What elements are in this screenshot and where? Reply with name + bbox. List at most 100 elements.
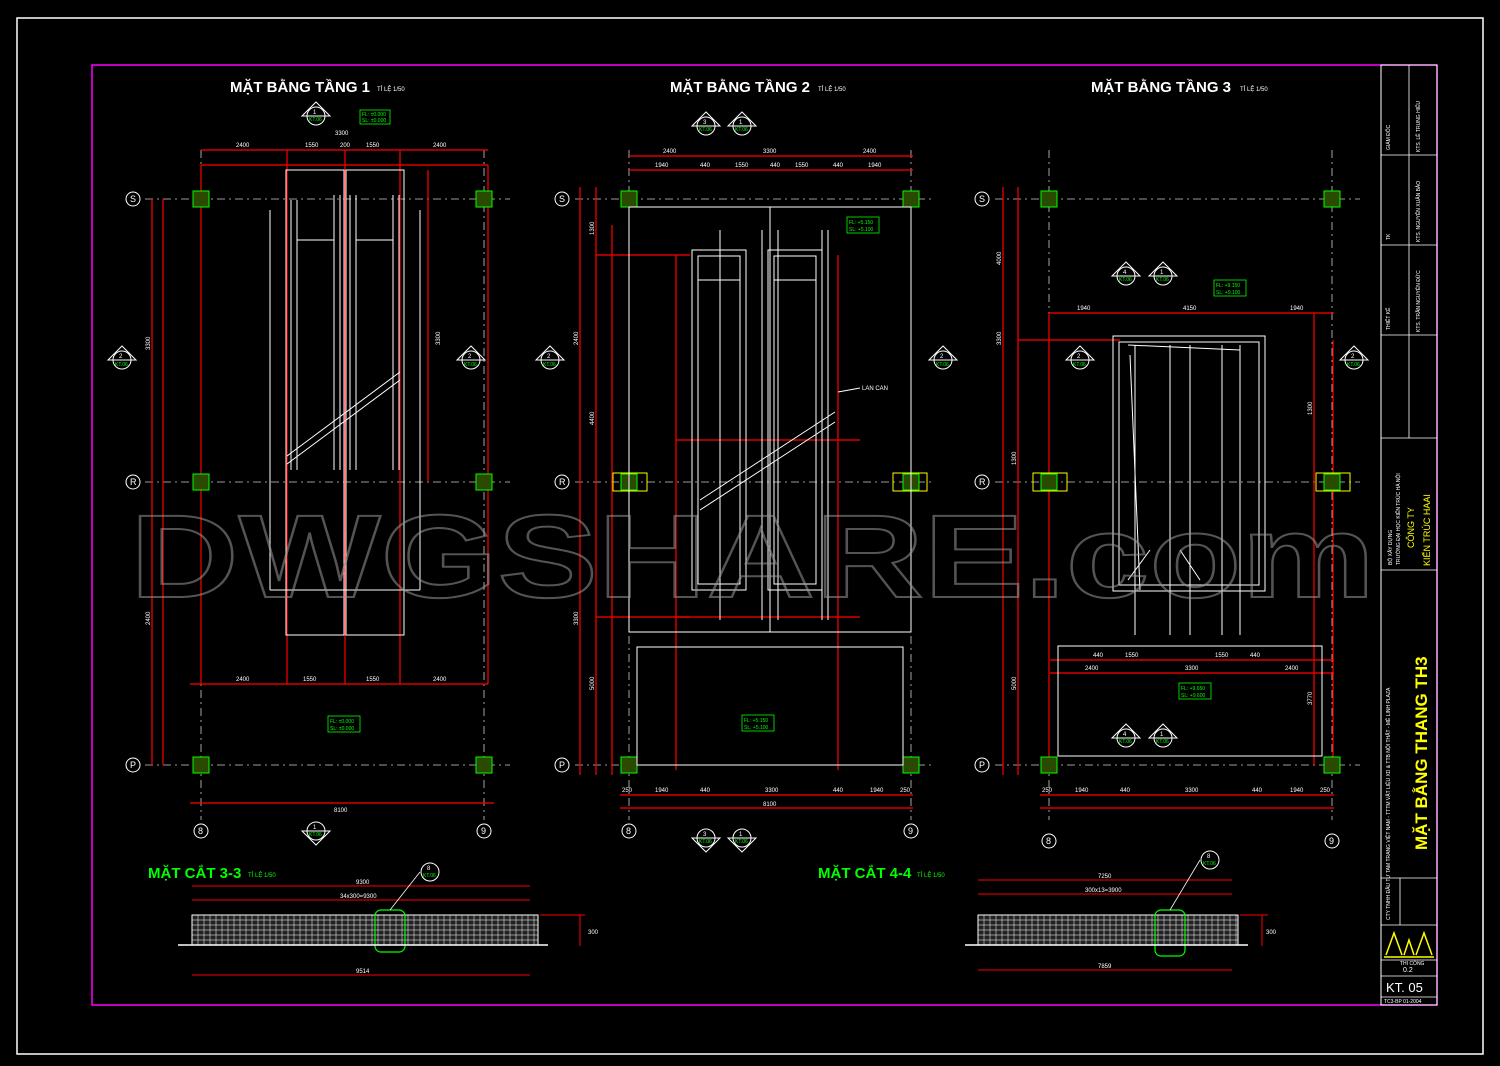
dim: 4000 <box>997 251 1003 265</box>
dim: 1940 <box>868 163 882 169</box>
section-3-3-dim-lines <box>192 885 585 976</box>
plan-3-beams <box>1032 472 1351 492</box>
svg-text:S: S <box>979 194 985 204</box>
dim: 3300 <box>997 331 1003 345</box>
dim: 2400 <box>146 611 152 625</box>
dim: 1940 <box>655 788 669 794</box>
dim: 440 <box>1252 788 1263 794</box>
plan-2-grid-bubbles <box>554 191 919 839</box>
svg-text:KT.06: KT.06 <box>1203 861 1216 867</box>
plan-3-grid-bubbles <box>974 191 1340 849</box>
svg-text:SL: +5.100: SL: +5.100 <box>744 725 769 731</box>
plan-3-level-tag-top: FL: +9.150 SL: +9.100 <box>1213 279 1247 297</box>
svg-text:KT.06: KT.06 <box>115 362 128 368</box>
svg-text:2: 2 <box>468 354 472 360</box>
dim: 2400 <box>433 677 447 683</box>
dim: 1300 <box>590 221 596 235</box>
plan-1-level-tag-top: FL: ±0.000 SL: ±0.000 <box>359 109 391 125</box>
plan-1-section-marks <box>106 101 487 846</box>
dim: 1940 <box>1077 306 1091 312</box>
plan-2-scale: TỈ LỆ 1/50 <box>818 85 846 93</box>
dim: 2400 <box>236 677 250 683</box>
svg-text:KT.06: KT.06 <box>1347 362 1360 368</box>
plan-3-title: MẶT BẰNG TẦNG 3 <box>1091 78 1231 96</box>
dim: 300x13=3900 <box>1085 888 1122 894</box>
plan-2-beams <box>612 472 928 492</box>
plan-2-title: MẶT BẰNG TẦNG 2 <box>670 78 810 96</box>
outer-frame <box>16 17 1484 1055</box>
plan-2-level-tag-bottom: FL: +5.150 SL: +5.100 <box>741 714 775 732</box>
svg-text:FL: +5.150: FL: +5.150 <box>849 220 873 226</box>
dim: 1550 <box>303 677 317 683</box>
dim: 300 <box>1266 930 1277 936</box>
dim: 3300 <box>574 611 580 625</box>
svg-text:2: 2 <box>1351 354 1355 360</box>
dim: 1550 <box>795 163 809 169</box>
svg-text:8: 8 <box>1207 854 1211 860</box>
plan-floor-2: MẶT BẰNG TẦNG 2 TỈ LỆ 1/50 <box>534 78 959 853</box>
plan-1-level-tag-bottom: FL: ±0.000 SL: ±0.000 <box>327 715 361 733</box>
svg-text:SL: ±0.000: SL: ±0.000 <box>362 118 386 124</box>
plan-3-columns <box>1040 190 1341 774</box>
svg-text:TRƯỜNG ĐẠI HỌC KIẾN TRÚC HÀ NỘ: TRƯỜNG ĐẠI HỌC KIẾN TRÚC HÀ NỘI <box>1395 473 1402 565</box>
svg-text:SL: +5.100: SL: +5.100 <box>849 227 874 233</box>
section-4-4-title: MẶT CẮT 4-4 <box>818 864 912 882</box>
svg-text:SL: ±0.000: SL: ±0.000 <box>330 726 354 732</box>
dim: 5000 <box>1012 676 1018 690</box>
svg-text:2: 2 <box>940 354 944 360</box>
dim: 2400 <box>574 331 580 345</box>
dim: 1300 <box>1012 451 1018 465</box>
dim: 1550 <box>1125 653 1139 659</box>
svg-text:KT.06: KT.06 <box>1156 739 1169 745</box>
svg-text:1: 1 <box>1160 732 1164 738</box>
svg-text:KT.06: KT.06 <box>309 117 322 123</box>
section-3-3-scale: TỈ LỆ 1/50 <box>248 871 276 879</box>
plan-2-stair <box>628 206 912 766</box>
dim: 1300 <box>1308 401 1314 415</box>
svg-text:GIÁM ĐỐC: GIÁM ĐỐC <box>1385 124 1392 150</box>
svg-text:KT.06: KT.06 <box>543 362 556 368</box>
plan-floor-3: MẶT BẰNG TẦNG 3 TỈ LỆ 1/50 <box>974 78 1370 849</box>
plan-3-scale: TỈ LỆ 1/50 <box>1240 85 1268 93</box>
section-3-3-title: MẶT CẮT 3-3 <box>148 864 241 882</box>
svg-text:THIẾT KẾ: THIẾT KẾ <box>1385 307 1392 330</box>
svg-text:KTS. LÊ TRUNG HIẾU: KTS. LÊ TRUNG HIẾU <box>1414 101 1422 152</box>
dim: 9514 <box>356 969 370 975</box>
dim: 1940 <box>1290 306 1304 312</box>
svg-text:BỘ XÂY DỰNG: BỘ XÂY DỰNG <box>1387 530 1394 565</box>
svg-text:FL: +9.650: FL: +9.650 <box>1181 686 1205 692</box>
plan-1-stair <box>269 169 421 636</box>
svg-text:KT.06: KT.06 <box>699 127 712 133</box>
plan-1-dim-lines <box>151 149 494 804</box>
svg-text:8: 8 <box>427 866 431 872</box>
plan-2-level-tag-top: FL: +5.150 SL: +5.100 <box>846 216 880 234</box>
plan-3-level-tag-bottom: FL: +9.650 SL: +9.600 <box>1178 682 1212 700</box>
dim: 1550 <box>366 143 380 149</box>
dim: 440 <box>770 163 781 169</box>
dim: 250 <box>1042 788 1053 794</box>
svg-text:FL: ±0.000: FL: ±0.000 <box>362 112 386 118</box>
svg-text:P: P <box>979 760 985 770</box>
dim: 2400 <box>236 143 250 149</box>
svg-text:8: 8 <box>1046 836 1051 846</box>
dim: 3300 <box>146 336 152 350</box>
svg-text:1: 1 <box>313 825 317 831</box>
dim: 440 <box>700 163 711 169</box>
dim: 8100 <box>763 802 777 808</box>
sheet-number: THI CÔNG <box>1400 960 1425 967</box>
svg-text:KT.06: KT.06 <box>1119 277 1132 283</box>
dim: 7859 <box>1098 964 1112 970</box>
svg-text:9: 9 <box>481 826 486 836</box>
dim: 3300 <box>1185 666 1199 672</box>
svg-text:8: 8 <box>198 826 203 836</box>
dim: 440 <box>700 788 711 794</box>
dim: 1550 <box>305 143 319 149</box>
dim: 3300 <box>436 331 442 345</box>
title-block-dividers <box>1381 65 1437 998</box>
dim: 250 <box>1320 788 1331 794</box>
dim: 4400 <box>590 411 596 425</box>
dim: 3300 <box>335 131 349 137</box>
svg-text:2: 2 <box>547 354 551 360</box>
svg-text:KT.06: KT.06 <box>1156 277 1169 283</box>
plan-floor-1: MẶT BẰNG TẦNG 1 TỈ LỆ 1/50 <box>106 78 510 846</box>
